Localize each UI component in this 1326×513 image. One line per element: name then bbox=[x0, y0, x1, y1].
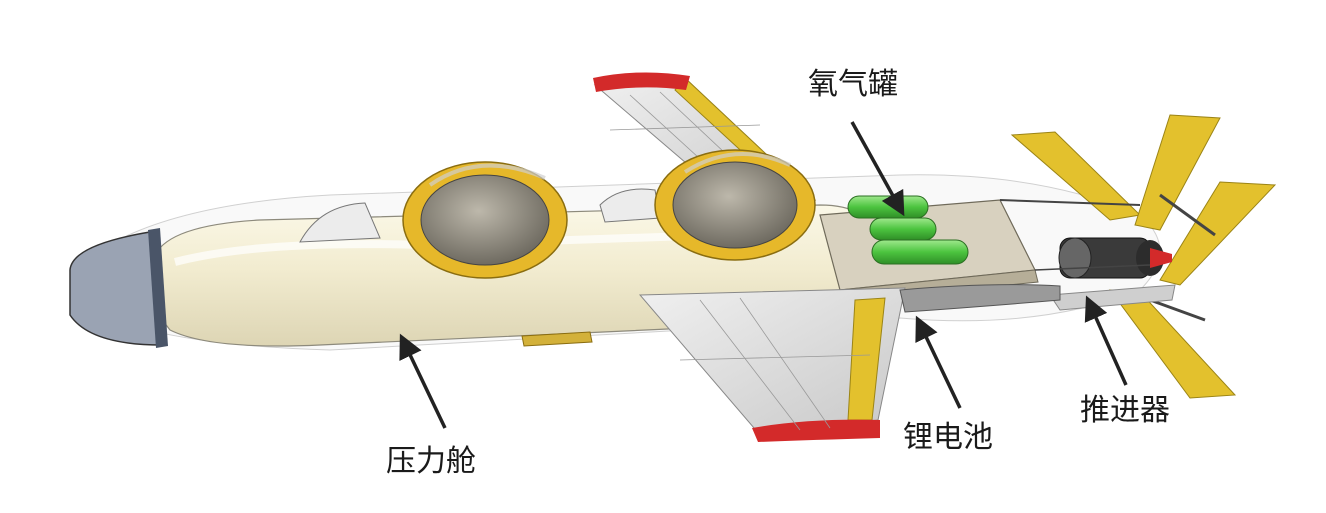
front-canopy bbox=[299, 202, 381, 243]
oxygen-tank-arrow bbox=[850, 121, 905, 217]
pressure-hull-label: 压力舱 bbox=[386, 444, 476, 479]
thruster-arrow bbox=[1084, 295, 1128, 386]
nose-cap bbox=[69, 228, 168, 348]
pressure-hull-arrow bbox=[399, 333, 447, 429]
keel-plate bbox=[521, 331, 593, 347]
lower-wing bbox=[638, 284, 1061, 442]
lithium-battery-label: 锂电池 bbox=[903, 420, 993, 455]
oxygen-tank-label: 氧气罐 bbox=[808, 67, 898, 102]
thruster-label: 推进器 bbox=[1080, 393, 1170, 428]
front-viewport bbox=[402, 161, 568, 279]
battery-arrow bbox=[915, 315, 962, 409]
thruster-assembly bbox=[1010, 114, 1277, 399]
rear-viewport bbox=[654, 149, 816, 261]
